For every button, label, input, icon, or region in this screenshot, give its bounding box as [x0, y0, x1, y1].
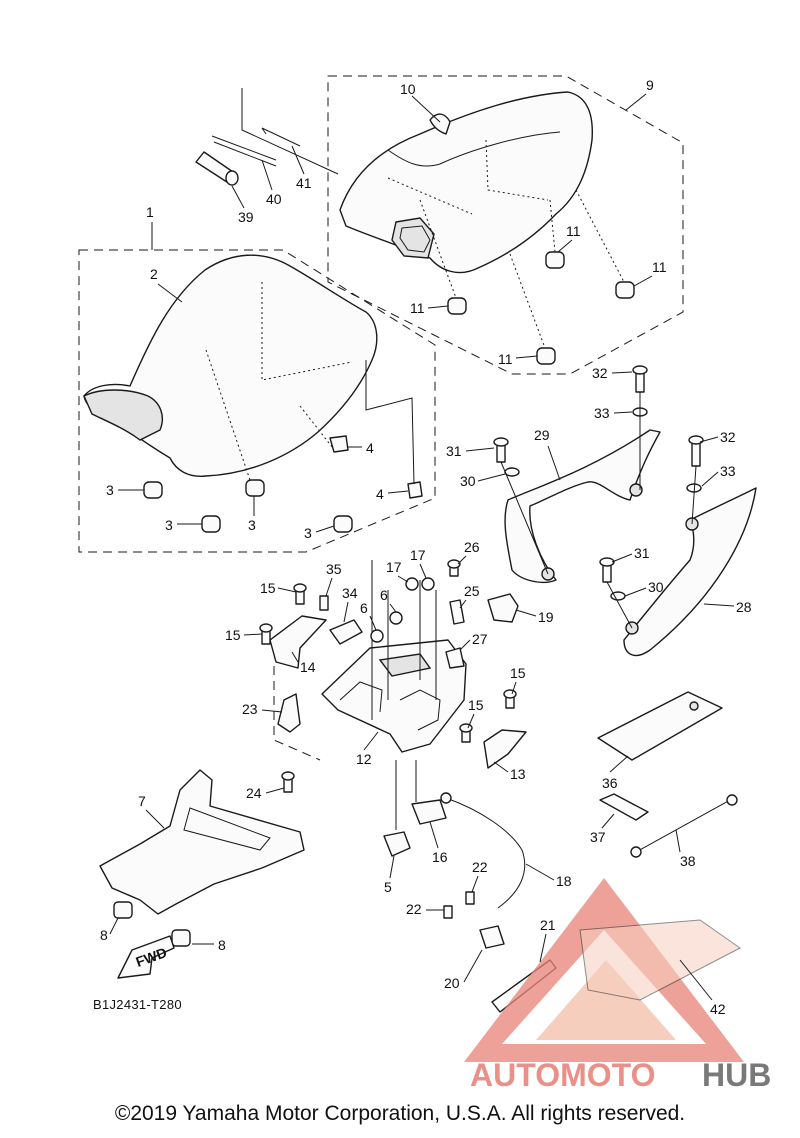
hook-4-set — [329, 360, 423, 499]
callout-3a: 3 — [106, 482, 114, 498]
front-seat-leader — [157, 283, 183, 303]
callout-18: 18 — [556, 873, 572, 889]
callout-30a: 30 — [460, 473, 476, 489]
callout-36: 36 — [602, 775, 618, 791]
callout-9: 9 — [646, 77, 654, 93]
callout-15d: 15 — [468, 697, 484, 713]
callout-26: 26 — [464, 539, 480, 555]
watermark-word-1: AUTOMOTO — [470, 1057, 655, 1093]
seat-lock-cable — [383, 760, 557, 1013]
callout-28: 28 — [736, 599, 752, 615]
callout-23: 23 — [242, 701, 258, 717]
callout-25: 25 — [464, 583, 480, 599]
callout-17a: 17 — [386, 559, 402, 575]
damper-11-set — [419, 189, 635, 365]
callout-38: 38 — [680, 853, 696, 869]
callout-29: 29 — [534, 427, 550, 443]
diagram-code: B1J2431-T280 — [93, 997, 182, 1012]
owners-kit — [597, 691, 738, 858]
callout-14: 14 — [300, 659, 316, 675]
callout-32b: 32 — [720, 429, 736, 445]
rear-seat-leader — [411, 95, 441, 123]
callout-21: 21 — [540, 917, 556, 933]
callout-32a: 32 — [592, 365, 608, 381]
callout-40: 40 — [266, 191, 282, 207]
callout-34: 34 — [342, 585, 358, 601]
front-seat — [83, 254, 378, 481]
callout-11d: 11 — [498, 351, 513, 367]
callout-6b: 6 — [380, 587, 388, 603]
callout-22b: 22 — [406, 901, 422, 917]
callout-10: 10 — [400, 81, 416, 97]
callout-33a: 33 — [594, 405, 610, 421]
callout-11b: 11 — [652, 259, 667, 275]
callout-8b: 8 — [218, 937, 226, 953]
callout-4a: 4 — [366, 440, 374, 456]
callout-7: 7 — [138, 793, 146, 809]
callout-37: 37 — [590, 829, 606, 845]
front-seat-assembly-outline — [78, 249, 436, 553]
callout-27: 27 — [472, 631, 488, 647]
callout-11c: 11 — [410, 300, 425, 316]
callout-11a: 11 — [566, 223, 581, 239]
callout-3b: 3 — [165, 517, 173, 533]
callout-6a: 6 — [360, 600, 368, 616]
callout-15c: 15 — [510, 665, 526, 681]
callout-41: 41 — [296, 175, 312, 191]
damper-3-set — [143, 479, 353, 533]
callout-1: 1 — [146, 204, 154, 220]
callout-31b: 31 — [634, 545, 650, 561]
callout-35: 35 — [326, 561, 342, 577]
rear-seat — [339, 91, 593, 274]
grab-bar-29 — [504, 429, 661, 584]
callout-42: 42 — [710, 1001, 726, 1017]
fwd-arrow: FWD — [117, 935, 175, 979]
callout-labels: 1 2 3 3 3 3 4 4 5 6 6 7 8 8 9 10 11 11 1… — [100, 77, 752, 1017]
callout-3c: 3 — [248, 517, 256, 533]
callout-2: 2 — [150, 266, 158, 282]
callout-19: 19 — [538, 609, 554, 625]
callout-3d: 3 — [304, 525, 312, 541]
callout-33b: 33 — [720, 463, 736, 479]
tool-parts — [195, 88, 339, 186]
callout-39: 39 — [238, 209, 254, 225]
callout-30b: 30 — [648, 579, 664, 595]
callout-15a: 15 — [260, 580, 276, 596]
bracket-parts — [269, 593, 527, 769]
callout-5: 5 — [384, 879, 392, 895]
frame-bracket — [99, 769, 305, 947]
callout-17b: 17 — [410, 547, 426, 563]
callout-20: 20 — [444, 975, 460, 991]
callout-8a: 8 — [100, 927, 108, 943]
callout-4b: 4 — [376, 486, 384, 502]
watermark-logo: AUTOMOTO HUB — [464, 878, 771, 1093]
copyright-notice: ©2019 Yamaha Motor Corporation, U.S.A. A… — [114, 1102, 686, 1125]
callout-12: 12 — [356, 751, 372, 767]
grab-bar-fasteners — [493, 365, 704, 629]
callout-15b: 15 — [225, 627, 241, 643]
callout-24: 24 — [246, 785, 262, 801]
grab-bar-28 — [623, 487, 757, 657]
callout-13: 13 — [510, 766, 526, 782]
callout-31a: 31 — [446, 443, 462, 459]
callout-16: 16 — [432, 849, 448, 865]
callout-22a: 22 — [472, 859, 488, 875]
watermark-word-2: HUB — [702, 1057, 771, 1093]
